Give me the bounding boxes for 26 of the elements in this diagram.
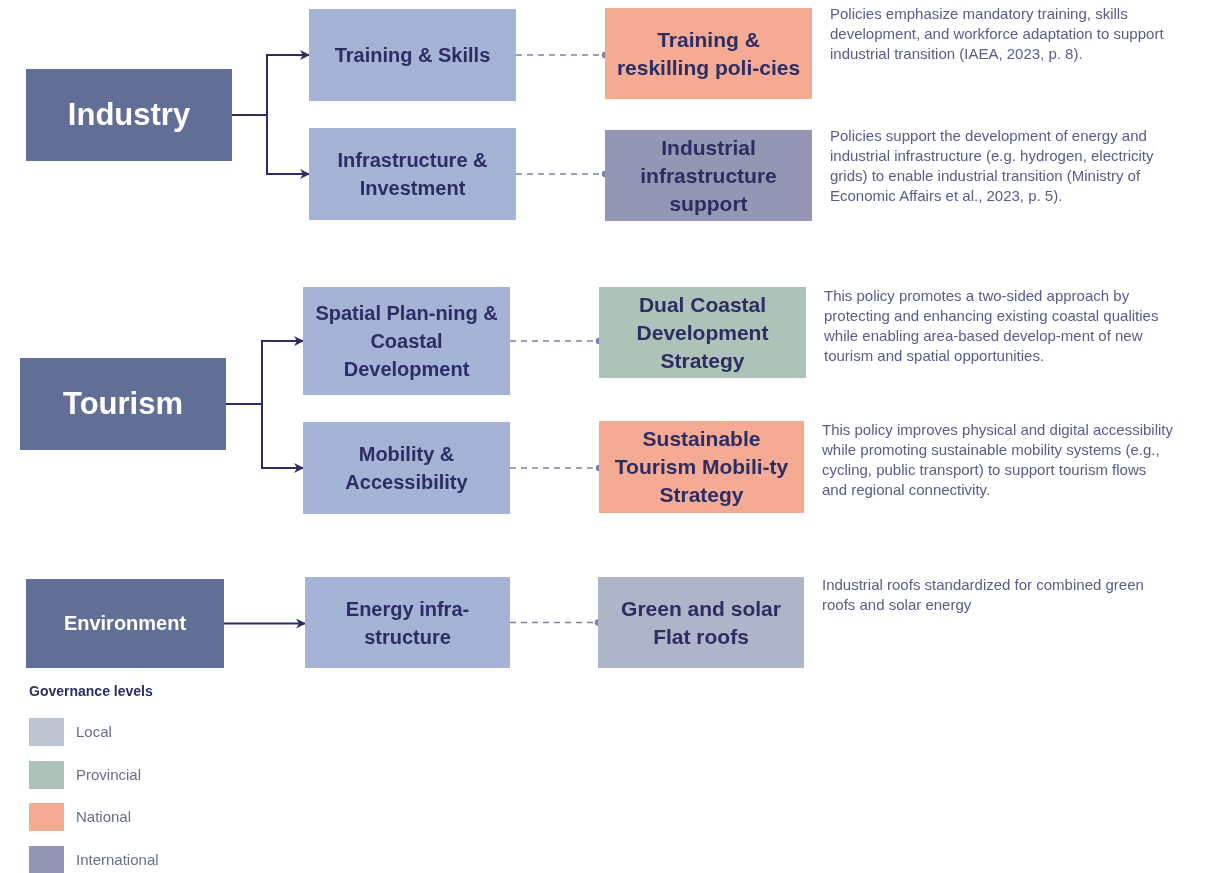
description-text: This policy improves physical and digital accessibility while promoting sustainable mobility systems (e.g., cycling, public transport) to support tourism flows and regional connectivity. [822,420,1174,500]
policy-box: Sustainable Tourism Mobili-ty Strategy [599,421,804,513]
description-text: Policies support the development of energy and industrial infrastructure (e.g. hydrogen, electricity grids) to enable industrial transition (Ministry of Economic Affairs et al., 2023, p. 5). [830,126,1155,206]
sector-box: Industry [26,69,232,161]
policy-box: Industrial infrastructure support [605,130,812,221]
sector-box: Environment [26,579,224,668]
legend-label: Local [76,723,112,740]
theme-box: Training & Skills [309,9,516,101]
description-text: Policies emphasize mandatory training, skills development, and workforce adaptation to support industrial transition (IAEA, 2023, p. 8). [830,4,1165,64]
description-text: This policy promotes a two-sided approach by protecting and enhancing existing coastal qualities while enabling area-based develop-ment of new tourism and spatial opportunities. [824,286,1160,366]
arrow [223,618,306,629]
policy-box: Training & reskilling poli-cies [605,8,812,99]
legend-title: Governance levels [29,683,153,699]
theme-box: Energy infra-structure [305,577,510,668]
policy-box: Green and solar Flat roofs [598,577,804,668]
sector-box: Tourism [20,358,226,450]
legend-label: International [76,851,159,869]
theme-box: Infrastructure & Investment [309,128,516,220]
arrow [225,403,304,473]
theme-box: Mobility & Accessibility [303,422,510,514]
policy-box: Dual Coastal Development Strategy [599,287,806,378]
theme-box: Spatial Plan-ning & Coastal Development [303,287,510,395]
legend-label: National [76,808,132,826]
description-text: Industrial roofs standardized for combined green roofs and solar energy [822,575,1145,615]
arrow [231,114,310,179]
legend-label: Provincial [76,765,142,783]
